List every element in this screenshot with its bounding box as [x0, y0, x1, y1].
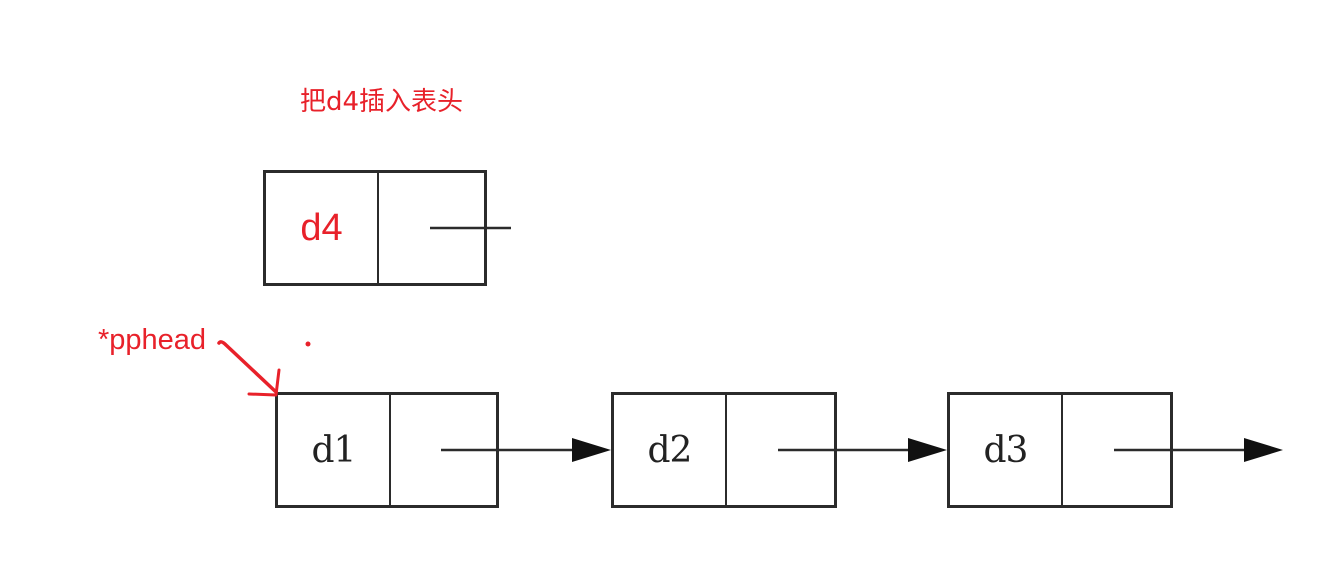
node-data-label: d2	[647, 429, 693, 471]
node-next-cell	[391, 395, 496, 505]
node-data-cell: d4	[266, 173, 379, 283]
node-data-cell: d3	[950, 395, 1063, 505]
d2-to-d3-arrowhead	[908, 438, 947, 462]
node-data-cell: d2	[614, 395, 727, 505]
list-node-d1: d1	[275, 392, 499, 508]
list-node-d3: d3	[947, 392, 1173, 508]
new-node-d4: d4	[263, 170, 487, 286]
head-pointer-label: *pphead	[98, 324, 207, 356]
node-data-label: d1	[311, 429, 357, 471]
head-pointer-arrow	[217, 340, 278, 394]
node-next-cell	[1063, 395, 1170, 505]
list-node-d2: d2	[611, 392, 837, 508]
node-next-cell	[727, 395, 834, 505]
diagram-caption: 把d4插入表头	[300, 87, 464, 117]
node-data-label: d4	[300, 206, 343, 249]
d1-to-d2-arrowhead	[572, 438, 611, 462]
node-data-label: d3	[983, 429, 1029, 471]
node-next-cell	[379, 173, 484, 283]
node-data-cell: d1	[278, 395, 391, 505]
d3-next-arrowhead	[1244, 438, 1283, 462]
red-dot	[305, 341, 311, 347]
